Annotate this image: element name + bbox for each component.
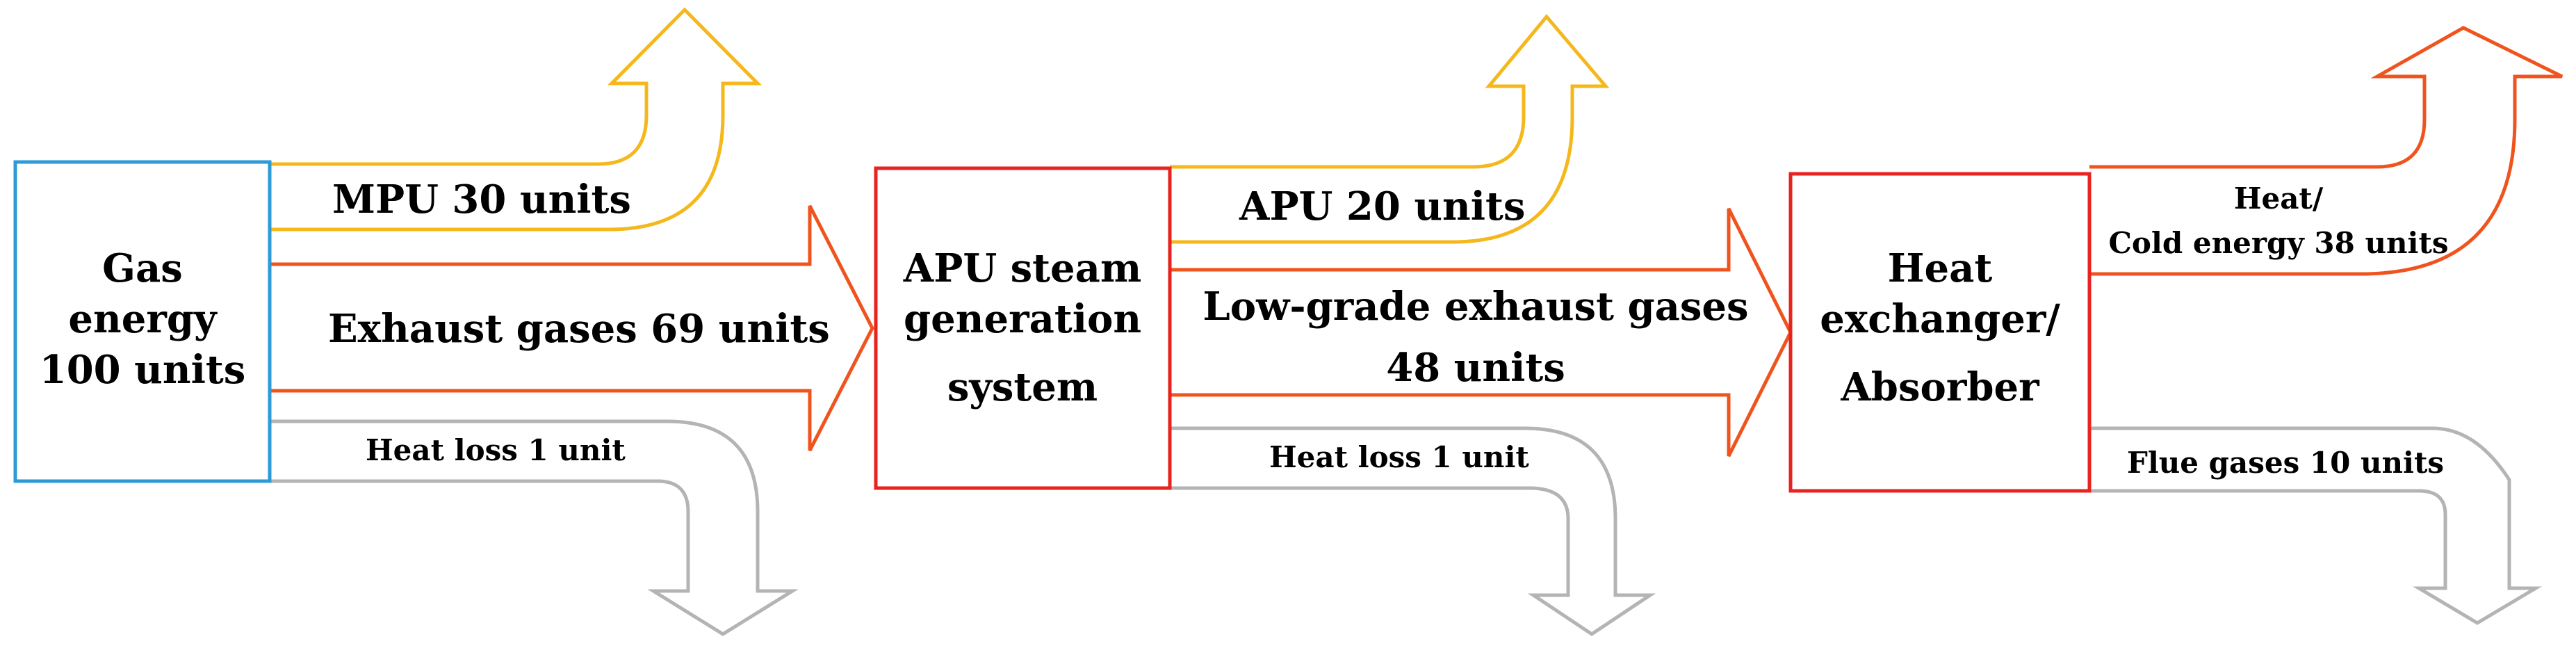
flue-gases-arrow xyxy=(2089,426,2543,625)
lowgrade-exhaust-flow-arrow xyxy=(1170,207,1793,457)
heat-cold-label-line1: Heat/ xyxy=(2234,181,2324,216)
heat-loss-1-arrow xyxy=(270,419,799,636)
apu-box-line1: APU steam xyxy=(903,245,1141,291)
heat-exchanger-absorber-box xyxy=(1788,172,2092,493)
gas-box-line1: Gas xyxy=(102,245,183,291)
lowgrade-label-line1: Low-grade exhaust gases xyxy=(1203,284,1748,330)
heat-loss-1-label: Heat loss 1 unit xyxy=(366,433,626,467)
hx-box-line3: Absorber xyxy=(1840,364,2040,410)
heat-loss-2-label: Heat loss 1 unit xyxy=(1269,440,1529,474)
apu-box-line2: generation xyxy=(904,296,1141,342)
apu-flow-label: APU 20 units xyxy=(1239,184,1525,229)
mpu-flow-arrow xyxy=(270,7,762,232)
lowgrade-label-line2: 48 units xyxy=(1386,345,1565,391)
gas-energy-box xyxy=(13,160,272,483)
exhaust-label: Exhaust gases 69 units xyxy=(328,306,830,352)
gas-box-line3: 100 units xyxy=(40,347,246,393)
hx-box-line1: Heat xyxy=(1888,245,1993,291)
exhaust-flow-arrow xyxy=(270,204,874,452)
heat-loss-2-arrow xyxy=(1170,426,1656,637)
heat-cold-energy-arrow xyxy=(2089,26,2563,276)
flue-gases-label: Flue gases 10 units xyxy=(2127,446,2444,480)
hx-box-line2: exchanger/ xyxy=(1820,296,2060,342)
apu-flow-arrow xyxy=(1170,14,1610,244)
heat-cold-label-line2: Cold energy 38 units xyxy=(2108,226,2448,260)
apu-box-line3: system xyxy=(947,364,1098,410)
mpu-label: MPU 30 units xyxy=(332,177,631,222)
apu-steam-generation-box xyxy=(874,166,1172,490)
gas-box-line2: energy xyxy=(68,296,218,342)
